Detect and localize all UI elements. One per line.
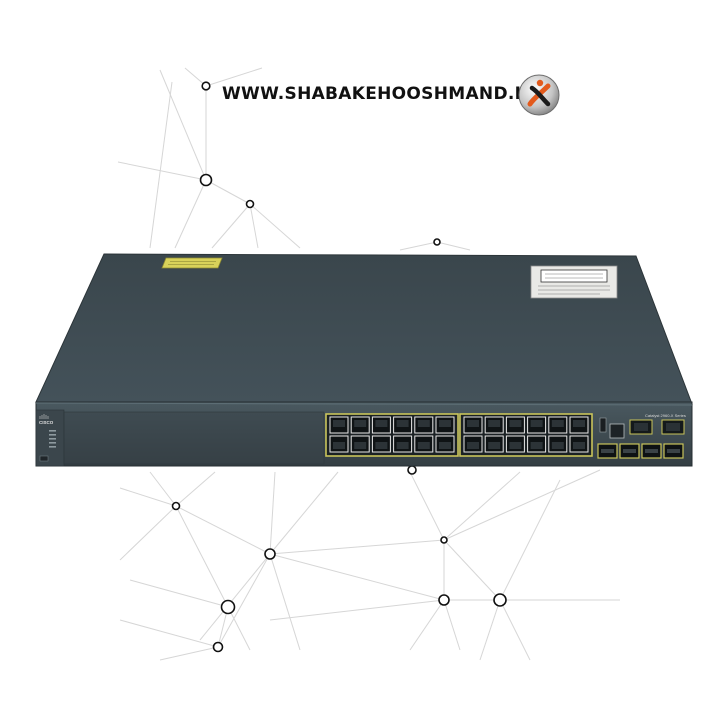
rj45-port-contacts bbox=[417, 420, 430, 427]
rj45-port-contacts bbox=[467, 420, 479, 427]
cisco-brand-label: CISCO bbox=[39, 420, 54, 425]
usb-port bbox=[599, 417, 607, 433]
mini-usb-port bbox=[609, 423, 625, 439]
rj45-port-contacts bbox=[488, 420, 501, 427]
rj45-port-contacts bbox=[396, 420, 409, 427]
rj45-port-contacts bbox=[417, 442, 430, 449]
sfp-port-slot bbox=[601, 449, 614, 453]
network-node bbox=[201, 81, 211, 91]
rj45-port-contacts bbox=[467, 442, 479, 449]
rj45-port-contacts bbox=[333, 442, 345, 449]
network-switch: CISCO Catalyst 2960-X Series bbox=[35, 253, 693, 467]
network-node bbox=[493, 593, 507, 607]
rj45-port-contacts bbox=[396, 442, 409, 449]
network-node bbox=[245, 199, 255, 209]
rj45-port-contacts bbox=[439, 442, 451, 449]
sfp-port-slot bbox=[645, 449, 658, 453]
network-nodes bbox=[171, 81, 507, 653]
rj45-port-contacts bbox=[509, 442, 522, 449]
sfp-port-group bbox=[597, 443, 684, 459]
rj45-port-contacts bbox=[551, 420, 564, 427]
rj45-port-contacts bbox=[573, 420, 585, 427]
shabakehooshmand-logo-icon bbox=[518, 74, 560, 116]
network-node bbox=[407, 465, 417, 475]
rj45-port-contacts bbox=[439, 420, 451, 427]
copper-port-group bbox=[325, 413, 593, 457]
rj45-port-contacts bbox=[354, 442, 367, 449]
network-node bbox=[220, 599, 236, 615]
rj45-port-contacts bbox=[375, 442, 388, 449]
rj45-port-contacts bbox=[488, 442, 501, 449]
sfp-port-slot bbox=[623, 449, 636, 453]
network-node bbox=[212, 641, 224, 653]
rj45-port-contacts bbox=[354, 420, 367, 427]
mode-button bbox=[39, 455, 49, 462]
status-leds bbox=[49, 430, 56, 448]
network-node bbox=[438, 594, 450, 606]
warning-sticker bbox=[161, 257, 223, 269]
sfp-port-slot bbox=[667, 449, 680, 453]
rj45-port-contacts bbox=[551, 442, 564, 449]
website-watermark: WWW.SHABAKEHOOSHMAND.IR bbox=[222, 84, 535, 104]
network-node bbox=[199, 173, 213, 187]
rj45-port-contacts bbox=[530, 442, 543, 449]
network-node bbox=[433, 238, 441, 246]
network-lines bbox=[117, 67, 620, 661]
network-node bbox=[171, 501, 181, 511]
network-node bbox=[264, 548, 276, 560]
rj45-port-contacts bbox=[573, 442, 585, 449]
rj45-port-contacts bbox=[375, 420, 388, 427]
rj45-port-contacts bbox=[509, 420, 522, 427]
model-label: Catalyst 2960-X Series bbox=[645, 413, 686, 418]
rj45-port-contacts bbox=[530, 420, 543, 427]
rj45-port-contacts bbox=[333, 420, 345, 427]
network-node bbox=[440, 536, 448, 544]
